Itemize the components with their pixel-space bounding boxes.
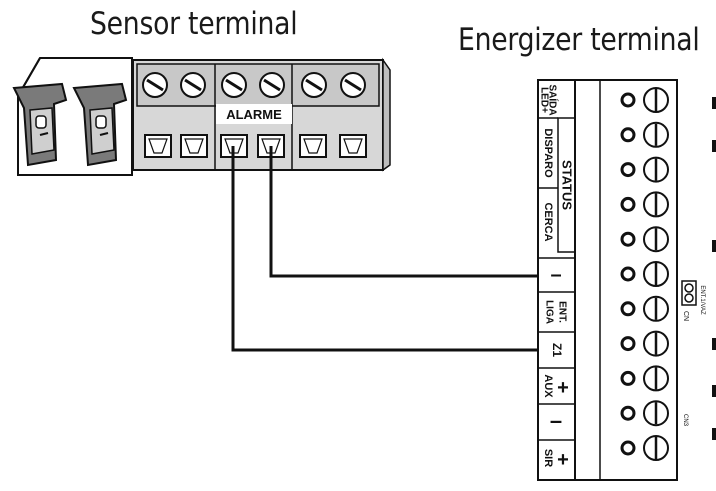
label-sir-plus: + xyxy=(557,449,569,471)
energizer-pin-4 xyxy=(620,191,669,218)
wires xyxy=(231,146,628,352)
energizer-pin-8 xyxy=(620,330,669,357)
label-aux-plus: + xyxy=(557,377,569,399)
sensor-slot-2 xyxy=(180,134,208,158)
label-saida: SAÍDA xyxy=(546,84,559,115)
sensor-screw-5 xyxy=(301,72,327,98)
label-led: LED+ xyxy=(538,87,549,113)
label-z1: Z1 xyxy=(550,343,564,357)
pin-ring-3 xyxy=(620,162,636,178)
jumper-sub-label: CN xyxy=(682,311,689,321)
sensor-slot-1 xyxy=(144,134,172,158)
cropped-edge-marks xyxy=(712,97,716,440)
wire-gnd xyxy=(269,146,628,278)
label-ent: ENT. xyxy=(556,301,567,323)
pin-ring-2 xyxy=(620,127,636,143)
pin-ring-7 xyxy=(620,301,636,317)
label-aux: AUX xyxy=(542,374,554,398)
energizer-terminal-title: Energizer terminal xyxy=(458,22,700,58)
sensor-screw-4 xyxy=(259,72,285,98)
energizer-pin-10 xyxy=(620,400,669,427)
label-disparo: DISPARO xyxy=(542,128,554,178)
energizer-pin-7 xyxy=(620,295,669,322)
energizer-pin-9 xyxy=(620,365,669,392)
label-liga: LIGA xyxy=(543,300,554,324)
energizer-pin-1 xyxy=(620,87,669,113)
label-status: STATUS xyxy=(560,160,575,210)
energizer-pin-11 xyxy=(620,435,669,461)
pin-ring-10 xyxy=(620,405,636,421)
sensor-slot-6 xyxy=(339,134,367,158)
sensor-terminal-title: Sensor terminal xyxy=(90,6,298,42)
energizer-pin-5 xyxy=(620,226,669,253)
energizer-pin-6 xyxy=(620,261,669,287)
sensor-terminal-block: ALARME xyxy=(12,57,391,176)
mounting-clip-right xyxy=(72,82,128,167)
sensor-screw-2 xyxy=(180,72,206,98)
sensor-slot-5 xyxy=(299,134,327,158)
label-gnd: – xyxy=(550,264,561,286)
pin-ring-9 xyxy=(620,370,636,386)
energizer-pin-2 xyxy=(620,121,669,148)
jumper-label: ENT.1/VAZ xyxy=(699,285,705,315)
alarm-label: ALARME xyxy=(226,107,282,122)
sensor-screw-6 xyxy=(340,72,366,98)
mounting-clip-left xyxy=(12,82,68,167)
energizer-terminal-block: SAÍDA LED+ DISPARO CERCA STATUS – ENT. L… xyxy=(537,79,716,481)
board-ref-label: CN3 xyxy=(682,414,688,427)
pin-ring-5 xyxy=(620,231,636,247)
sensor-screw-3 xyxy=(221,72,247,98)
pin-ring-1 xyxy=(620,92,636,108)
pin-ring-8 xyxy=(620,336,636,352)
label-cerca: CERCA xyxy=(542,202,554,241)
label-sir: SIR xyxy=(542,449,554,467)
pin-ring-11 xyxy=(620,440,636,456)
label-aux-minus: – xyxy=(550,408,562,433)
wire-z1 xyxy=(231,146,628,352)
pin-ring-6 xyxy=(620,266,636,282)
sensor-screw-1 xyxy=(142,72,168,98)
energizer-pin-3 xyxy=(620,156,669,183)
pin-ring-4 xyxy=(620,196,636,212)
jumper-connector: ENT.1/VAZ CN xyxy=(681,280,705,321)
